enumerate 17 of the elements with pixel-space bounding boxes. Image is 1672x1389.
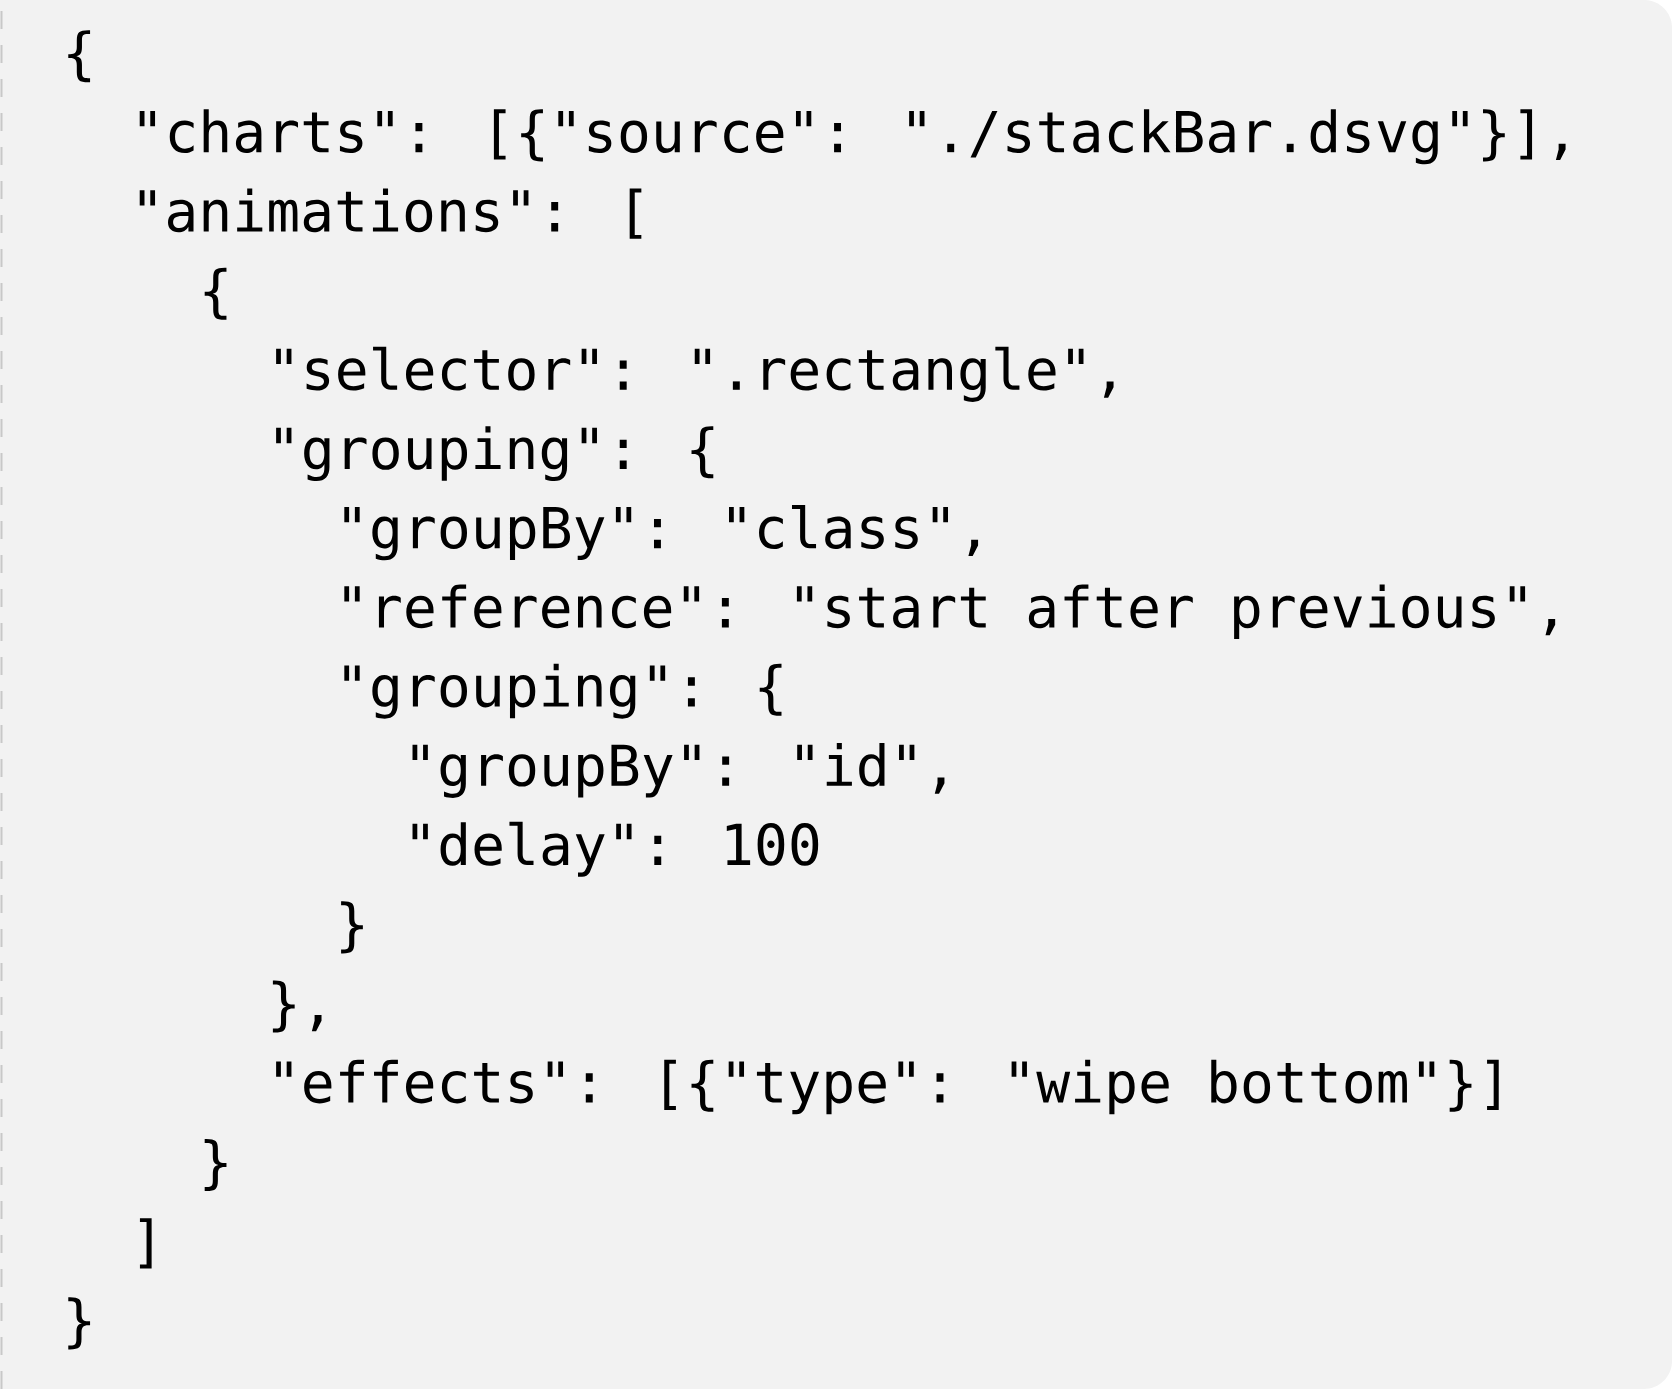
code-line: "effects": [{"type": "wipe bottom"}] xyxy=(276,1059,1499,1115)
code-line: "groupBy": "class", xyxy=(344,505,979,561)
code-line: "animations": [ xyxy=(139,188,642,239)
code-line: { xyxy=(68,30,91,83)
code-line: "delay": 100 xyxy=(412,821,819,877)
code-line: "selector": ".rectangle", xyxy=(276,346,1114,402)
code-line: "grouping": { xyxy=(276,426,714,482)
code-line: "charts": [{"source": "./stackBar.dsvg"}], xyxy=(139,109,1566,165)
code-line: }, xyxy=(272,980,322,1033)
code-line: { xyxy=(204,267,227,320)
code-line: "groupBy": "id", xyxy=(412,742,945,798)
code-line: "reference": "start after previous", xyxy=(344,584,1556,640)
code-line: } xyxy=(341,901,363,954)
code-line: } xyxy=(68,1297,91,1350)
code-line: ] xyxy=(139,1218,152,1269)
code-line: "grouping": { xyxy=(344,663,782,719)
code-line: } xyxy=(204,1138,227,1191)
